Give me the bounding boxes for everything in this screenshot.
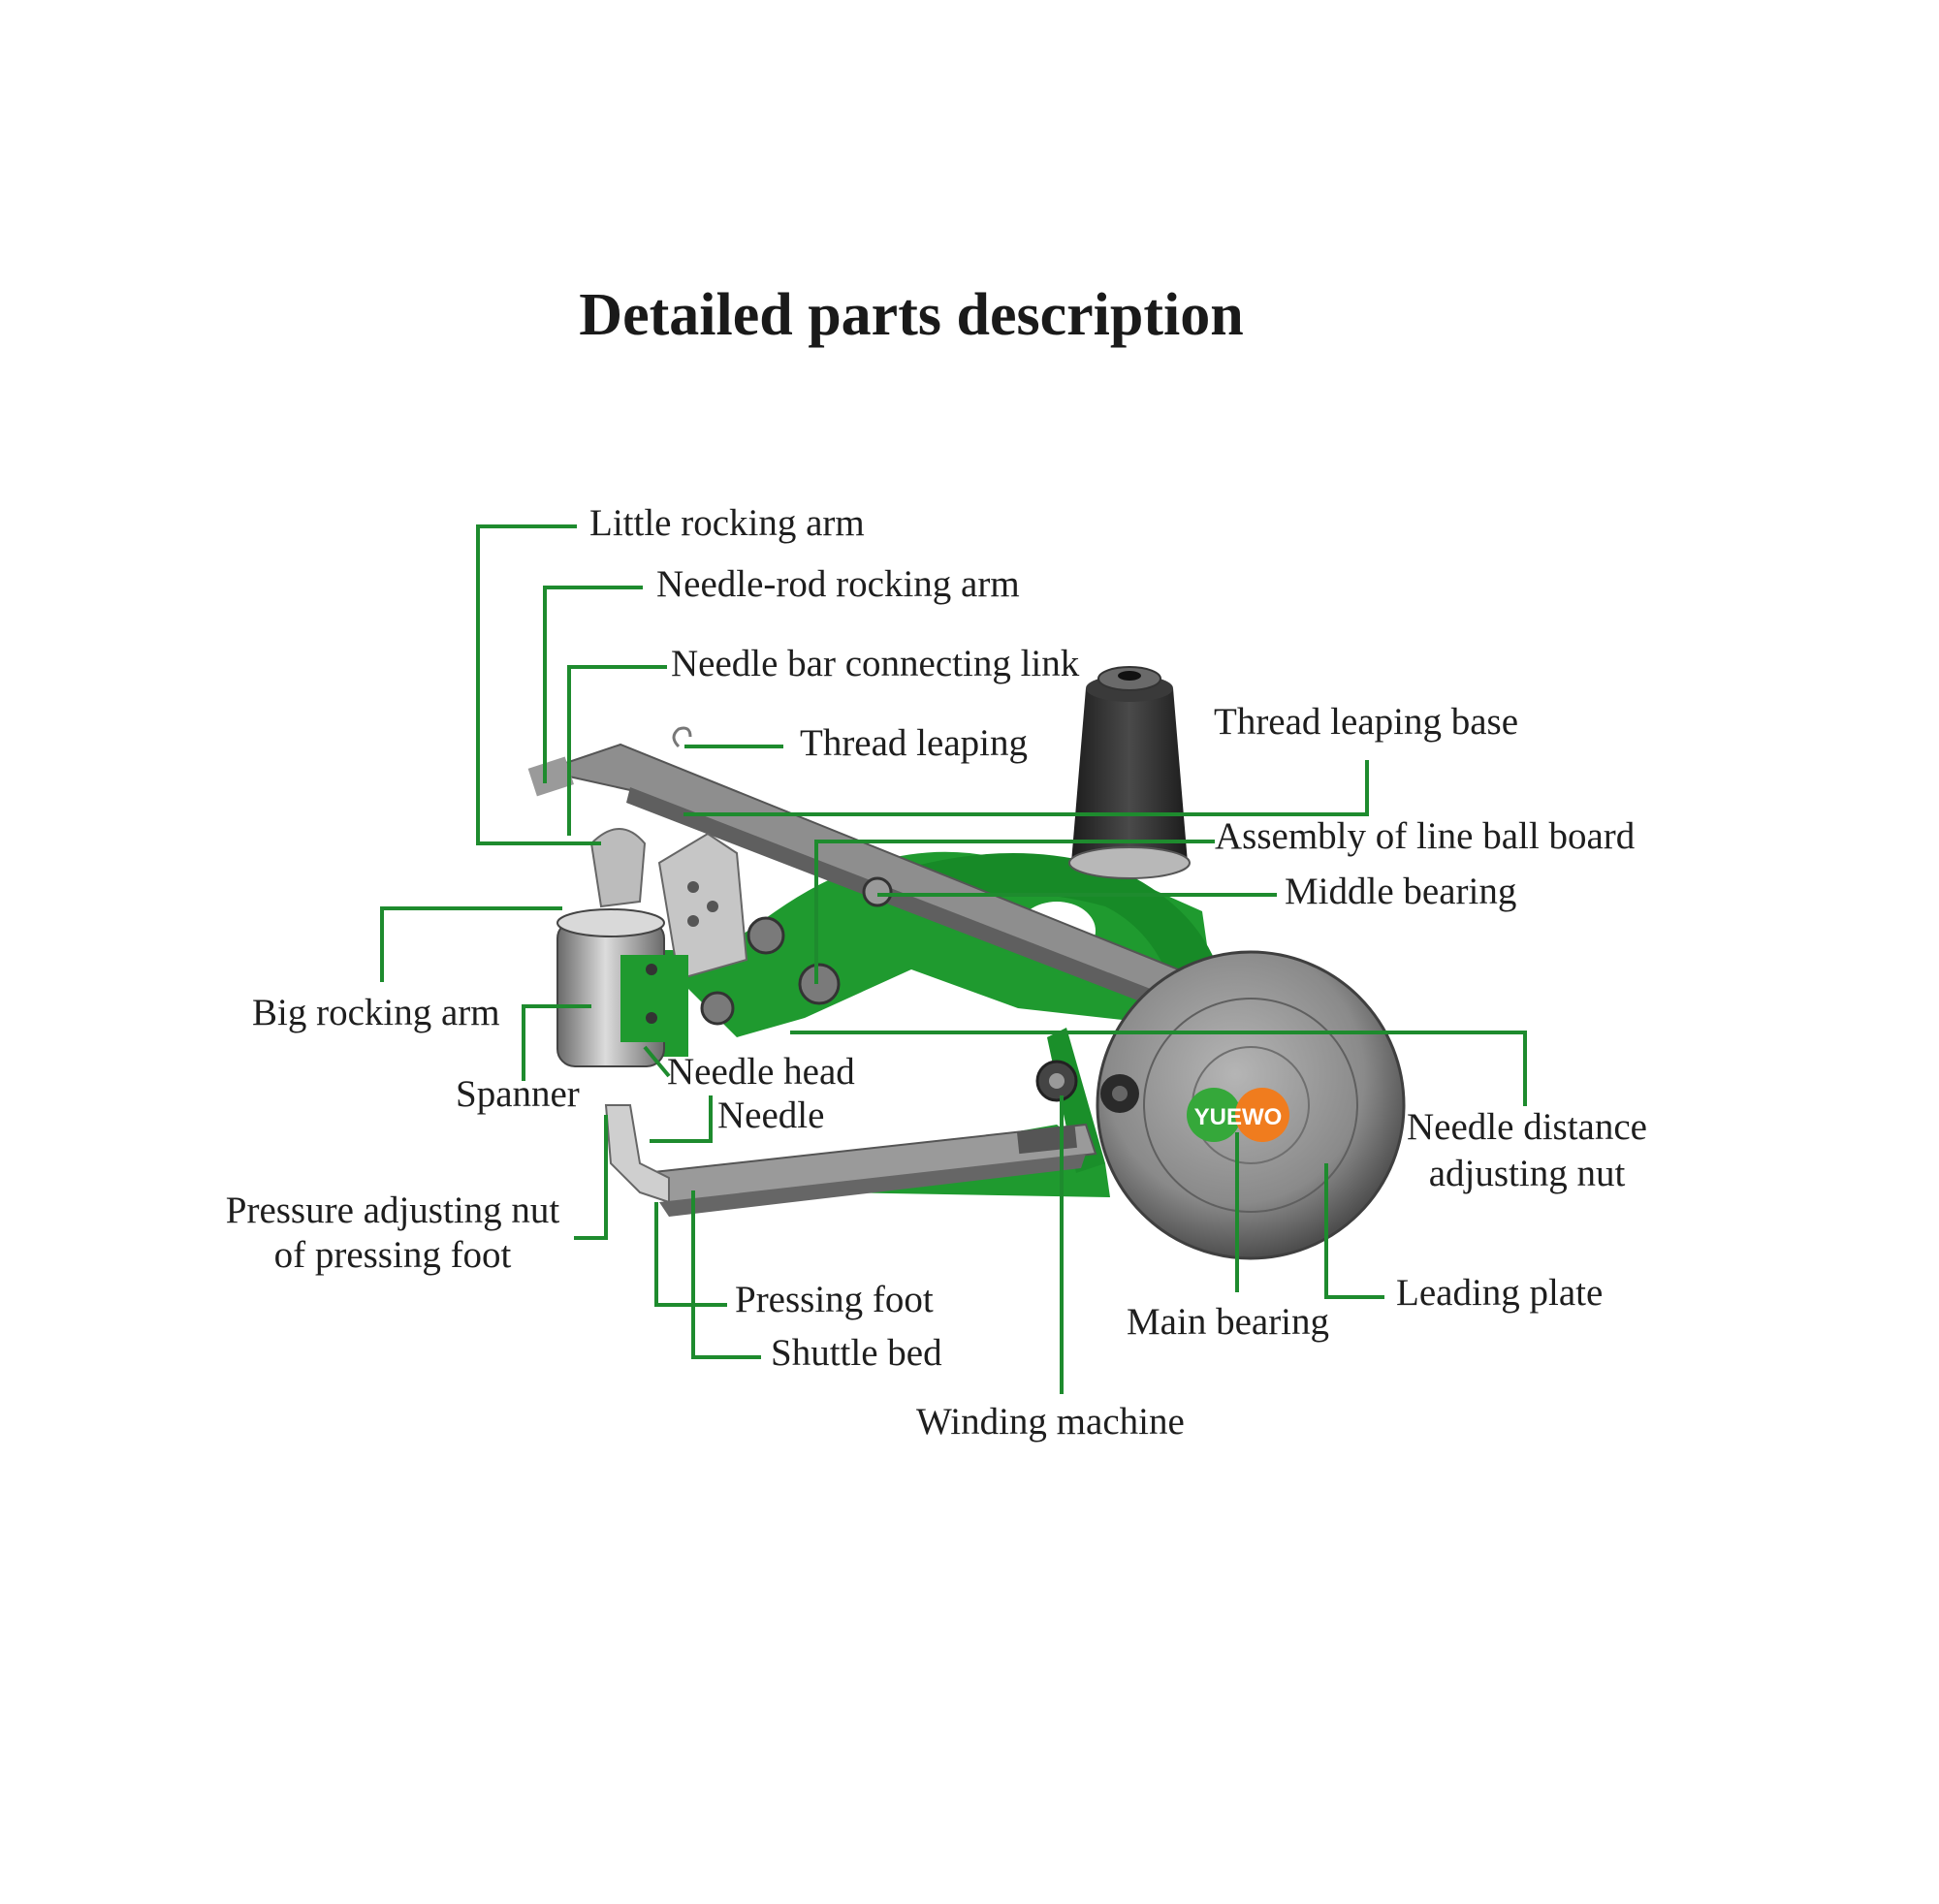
leader-leading-plate (1324, 1163, 1384, 1299)
lower-arm (604, 1104, 1097, 1217)
label-little-rocking-arm: Little rocking arm (589, 502, 865, 544)
label-winding-machine: Winding machine (916, 1401, 1185, 1443)
bearings (700, 876, 893, 1026)
label-shuttle-bed: Shuttle bed (771, 1332, 942, 1374)
diagram-title: Detailed parts description (579, 282, 1244, 348)
winding-machine (1035, 1060, 1078, 1102)
leader-shuttle-bed (691, 1190, 761, 1359)
leader-little-rocking-arm (476, 524, 601, 845)
leader-lines (380, 524, 1527, 1394)
label-leading-plate: Leading plate (1396, 1272, 1604, 1314)
yuewo-logo: YUEWO (1187, 1088, 1289, 1142)
leader-needle-bar-connecting-link (567, 665, 667, 836)
label-thread-leaping: Thread leaping (800, 722, 1028, 764)
leader-thread-leaping-base (683, 760, 1369, 816)
label-needle-rod-rocking-arm: Needle-rod rocking arm (656, 563, 1020, 605)
leader-spanner (522, 1004, 591, 1081)
label-needle-distance-line1: Needle distance (1407, 1106, 1647, 1148)
label-pressure-adjusting-nut-line1: Pressure adjusting nut (225, 1190, 560, 1231)
label-spanner: Spanner (456, 1073, 580, 1115)
label-pressing-foot: Pressing foot (735, 1279, 934, 1320)
thread-leaping-wire (672, 726, 692, 748)
label-assembly-of-line-ball-board: Assembly of line ball board (1215, 815, 1636, 857)
leader-needle-distance (790, 1031, 1527, 1106)
leader-needle-head (643, 1045, 671, 1078)
leader-needle-rod-rocking-arm (543, 586, 643, 783)
label-pressure-adjusting-nut-line2: of pressing foot (273, 1234, 512, 1276)
label-needle: Needle (717, 1095, 825, 1136)
label-needle-bar-connecting-link: Needle bar connecting link (671, 643, 1080, 684)
leader-big-rocking-arm (380, 906, 562, 982)
thread-spool (1068, 666, 1191, 879)
drum-assembly (556, 908, 688, 1067)
label-big-rocking-arm: Big rocking arm (252, 992, 500, 1033)
label-middle-bearing: Middle bearing (1285, 871, 1517, 912)
svg-text:YUEWO: YUEWO (1194, 1104, 1283, 1130)
label-needle-head: Needle head (667, 1051, 855, 1093)
leader-pressure-nut (574, 1115, 608, 1240)
leader-needle (650, 1095, 713, 1143)
leader-assembly-line-ball-board (814, 840, 1215, 984)
label-main-bearing: Main bearing (1127, 1301, 1330, 1343)
leader-pressing-foot (654, 1202, 727, 1307)
label-thread-leaping-base: Thread leaping base (1214, 701, 1519, 743)
needle-head-plate (589, 828, 748, 981)
label-needle-distance-line2: adjusting nut (1428, 1153, 1626, 1194)
